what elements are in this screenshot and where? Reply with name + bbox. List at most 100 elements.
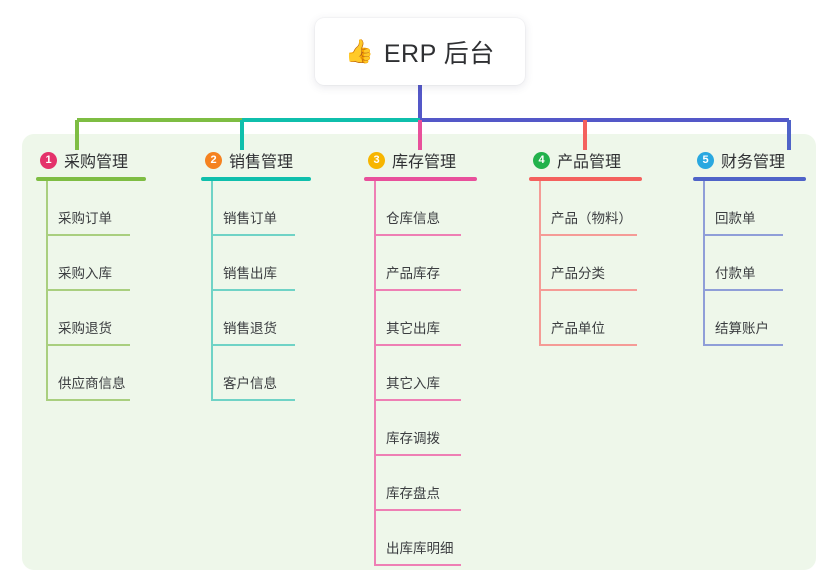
leaf-label: 采购退货: [58, 321, 112, 336]
leaf-label: 仓库信息: [386, 211, 440, 226]
leaf-label: 产品（物料）: [551, 211, 632, 226]
leaf-label: 库存盘点: [386, 486, 440, 501]
branch-header-underline: [529, 177, 642, 181]
leaf-underline: [375, 454, 461, 456]
branch-column-3: 3 库存管理仓库信息产品库存其它出库其它入库库存调拨库存盘点出库库明细: [364, 148, 477, 566]
branch-title: 产品管理: [557, 154, 622, 171]
diagram-background-panel: [22, 134, 816, 570]
leaf-underline: [212, 234, 295, 236]
leaf-label: 产品单位: [551, 321, 605, 336]
leaf-item[interactable]: 产品库存: [364, 236, 477, 291]
leaf-item[interactable]: 其它入库: [364, 346, 477, 401]
leaf-label: 销售出库: [223, 266, 277, 281]
branch-number-badge: 1: [40, 151, 57, 169]
leaf-underline: [212, 399, 295, 401]
leaf-underline: [212, 344, 295, 346]
leaf-underline: [47, 234, 130, 236]
leaf-item[interactable]: 库存盘点: [364, 456, 477, 511]
branch-column-5: 5 财务管理回款单付款单结算账户: [693, 148, 806, 346]
leaf-label: 回款单: [715, 211, 756, 226]
leaf-label: 销售订单: [223, 211, 277, 226]
leaf-spine: [211, 181, 213, 401]
leaf-item[interactable]: 客户信息: [201, 346, 311, 401]
leaf-spine: [374, 181, 376, 566]
leaf-item[interactable]: 采购订单: [36, 181, 146, 236]
leaf-label: 供应商信息: [58, 376, 126, 391]
leaf-label: 客户信息: [223, 376, 277, 391]
leaf-underline: [704, 289, 783, 291]
leaf-list: 采购订单采购入库采购退货供应商信息: [36, 181, 146, 401]
branch-number-badge: 4: [533, 151, 550, 169]
branch-header-underline: [36, 177, 146, 181]
branch-title: 采购管理: [64, 154, 129, 171]
branch-header-3[interactable]: 3 库存管理: [364, 148, 477, 172]
leaf-item[interactable]: 销售订单: [201, 181, 311, 236]
leaf-label: 付款单: [715, 266, 756, 281]
branch-header-underline: [364, 177, 477, 181]
leaf-underline: [375, 344, 461, 346]
branch-title: 库存管理: [392, 154, 457, 171]
leaf-underline: [375, 234, 461, 236]
leaf-label: 采购订单: [58, 211, 112, 226]
branch-header-underline: [201, 177, 311, 181]
leaf-item[interactable]: 付款单: [693, 236, 806, 291]
leaf-underline: [375, 509, 461, 511]
branch-number-badge: 3: [368, 151, 385, 169]
leaf-underline: [375, 564, 461, 566]
leaf-underline: [540, 344, 637, 346]
leaf-spine: [46, 181, 48, 401]
branch-header-4[interactable]: 4 产品管理: [529, 148, 642, 172]
leaf-item[interactable]: 销售退货: [201, 291, 311, 346]
branch-column-4: 4 产品管理产品（物料） 产品分类产品单位: [529, 148, 642, 346]
leaf-underline: [540, 234, 637, 236]
leaf-item[interactable]: 产品单位: [529, 291, 642, 346]
leaf-label: 销售退货: [223, 321, 277, 336]
root-title: ERP 后台: [383, 39, 495, 68]
leaf-underline: [47, 344, 130, 346]
leaf-item[interactable]: 结算账户: [693, 291, 806, 346]
leaf-label: 产品库存: [386, 266, 440, 281]
leaf-list: 回款单付款单结算账户: [693, 181, 806, 346]
leaf-spine: [703, 181, 705, 346]
branch-header-underline: [693, 177, 806, 181]
leaf-item[interactable]: 库存调拨: [364, 401, 477, 456]
leaf-label: 结算账户: [715, 321, 769, 336]
branch-number-badge: 2: [205, 151, 222, 169]
branch-title: 财务管理: [721, 154, 786, 171]
leaf-item[interactable]: 仓库信息: [364, 181, 477, 236]
leaf-item[interactable]: 其它出库: [364, 291, 477, 346]
leaf-label: 库存调拨: [386, 431, 440, 446]
leaf-list: 产品（物料） 产品分类产品单位: [529, 181, 642, 346]
leaf-label: 采购入库: [58, 266, 112, 281]
leaf-label: 出库库明细: [386, 541, 454, 556]
leaf-item[interactable]: 产品（物料）: [529, 181, 642, 236]
leaf-label: 其它入库: [386, 376, 440, 391]
leaf-spine: [539, 181, 541, 346]
leaf-label: 其它出库: [386, 321, 440, 336]
thumbs-up-icon: 👍: [345, 38, 374, 64]
leaf-item[interactable]: 销售出库: [201, 236, 311, 291]
branch-header-1[interactable]: 1 采购管理: [36, 148, 146, 172]
branch-column-1: 1 采购管理采购订单采购入库采购退货供应商信息: [36, 148, 146, 401]
root-node[interactable]: 👍 ERP 后台: [315, 18, 525, 85]
leaf-list: 销售订单销售出库销售退货客户信息: [201, 181, 311, 401]
leaf-underline: [47, 399, 130, 401]
leaf-underline: [375, 289, 461, 291]
leaf-item[interactable]: 回款单: [693, 181, 806, 236]
leaf-item[interactable]: 采购退货: [36, 291, 146, 346]
leaf-list: 仓库信息产品库存其它出库其它入库库存调拨库存盘点出库库明细: [364, 181, 477, 566]
leaf-underline: [704, 344, 783, 346]
leaf-label: 产品分类: [551, 266, 605, 281]
leaf-underline: [375, 399, 461, 401]
leaf-underline: [47, 289, 130, 291]
branch-number-badge: 5: [697, 151, 714, 169]
leaf-item[interactable]: 采购入库: [36, 236, 146, 291]
branch-header-5[interactable]: 5 财务管理: [693, 148, 806, 172]
leaf-item[interactable]: 出库库明细: [364, 511, 477, 566]
leaf-item[interactable]: 产品分类: [529, 236, 642, 291]
leaf-item[interactable]: 供应商信息: [36, 346, 146, 401]
leaf-underline: [540, 289, 637, 291]
